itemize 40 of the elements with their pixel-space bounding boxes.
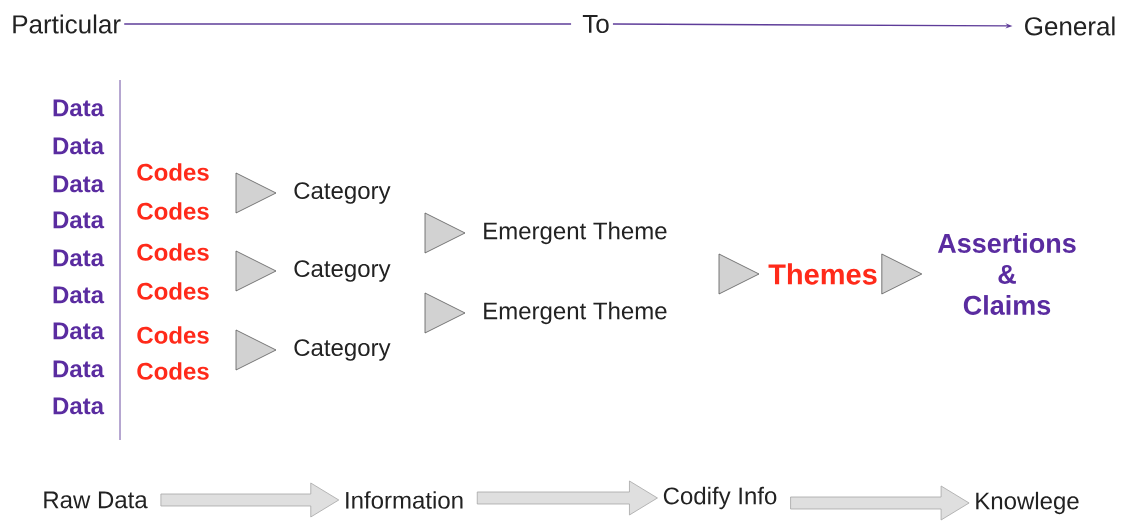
stage-label: Emergent Theme bbox=[484, 221, 667, 245]
stage-label: Raw Data bbox=[44, 491, 148, 509]
data-label: Data bbox=[53, 397, 105, 415]
stage-label: Category bbox=[294, 260, 391, 282]
line bbox=[123, 23, 572, 25]
stage-label: Information bbox=[346, 491, 463, 509]
data-label: Data bbox=[53, 249, 105, 267]
data-label: Data bbox=[53, 360, 105, 378]
stage-label: Category bbox=[294, 182, 391, 204]
data-label: Data bbox=[53, 137, 105, 155]
code-label: Codes bbox=[137, 282, 209, 300]
data-label: Data bbox=[53, 99, 105, 117]
stage-label: Knowlege bbox=[976, 491, 1079, 515]
stage-label: Themes bbox=[768, 263, 877, 285]
code-label: Codes bbox=[137, 326, 209, 344]
block-arrow bbox=[476, 480, 658, 516]
data-label: Data bbox=[53, 211, 105, 229]
code-label: Codes bbox=[137, 163, 209, 181]
code-label: Codes bbox=[137, 202, 209, 220]
block-arrow bbox=[790, 485, 970, 521]
stage-label: Category bbox=[294, 339, 391, 361]
stage-label: Assertions & Claims bbox=[937, 233, 1076, 315]
stage-label: Emergent Theme bbox=[484, 301, 667, 325]
scale-label: To bbox=[582, 14, 609, 34]
triangle-arrow bbox=[718, 253, 760, 295]
data-label: Data bbox=[53, 322, 105, 340]
code-label: Codes bbox=[137, 243, 209, 261]
block-arrow bbox=[160, 482, 340, 518]
triangle-arrow bbox=[235, 172, 277, 214]
triangle-arrow bbox=[235, 250, 277, 292]
code-label: Codes bbox=[137, 362, 209, 380]
triangle-arrow bbox=[881, 253, 923, 295]
data-label: Data bbox=[53, 175, 105, 193]
triangle-arrow bbox=[424, 292, 466, 334]
scale-label: Particular bbox=[13, 14, 121, 34]
triangle-arrow bbox=[235, 329, 277, 371]
triangle-arrow bbox=[424, 212, 466, 254]
data-label: Data bbox=[53, 286, 105, 304]
stage-label: Codify Info bbox=[663, 486, 777, 510]
scale-label: General bbox=[1025, 16, 1115, 36]
